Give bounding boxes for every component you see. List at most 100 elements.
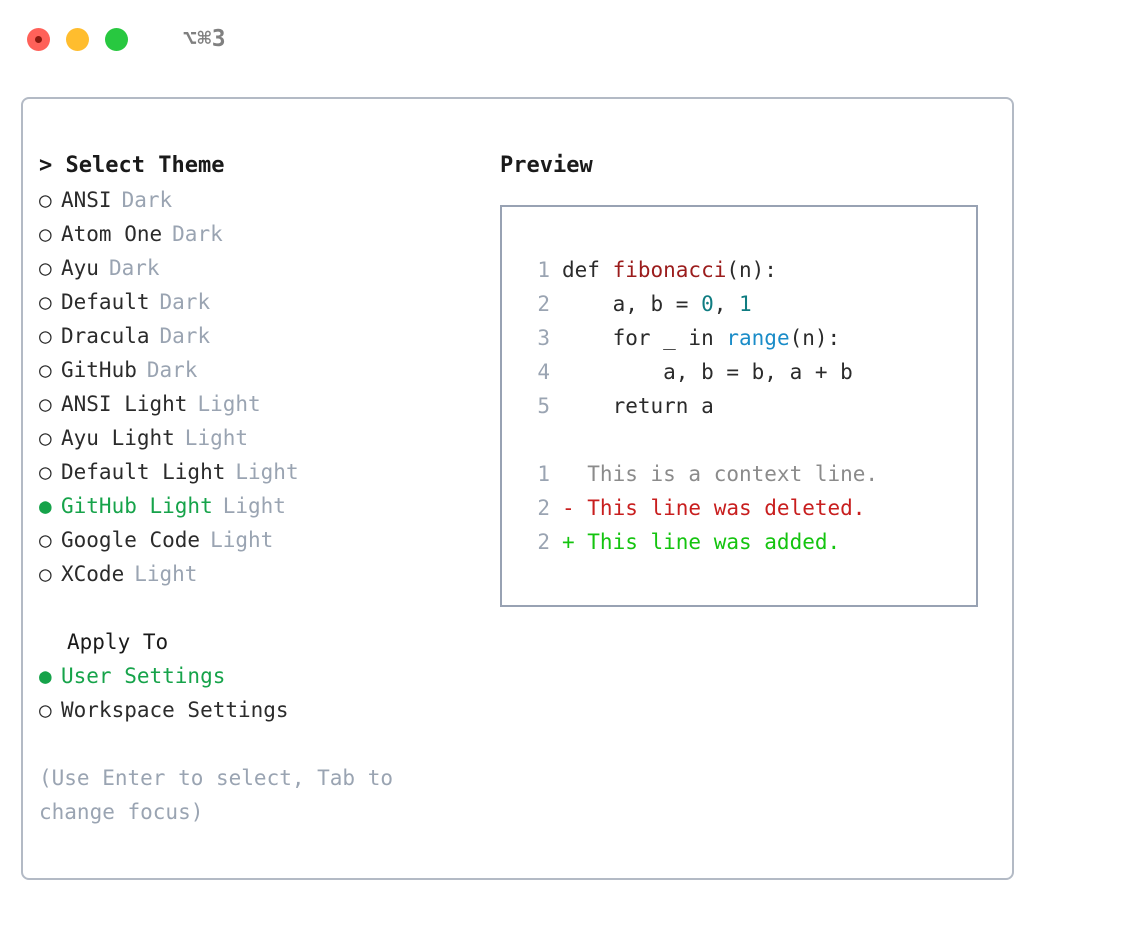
apply-option-label: Workspace Settings [61, 698, 289, 722]
code-line-content: return a [562, 389, 714, 423]
window-controls [27, 27, 128, 51]
theme-option-badge: Dark [159, 290, 211, 314]
radio-unselected-icon: ○ [39, 188, 52, 212]
code-line: 1 def fibonacci(n): [522, 253, 976, 287]
radio-unselected-icon: ○ [39, 562, 52, 586]
diff-line: 2 - This line was deleted. [522, 491, 976, 525]
apply-option-label: User Settings [61, 664, 226, 688]
code-line: 4 a, b = b, a + b [522, 355, 976, 389]
select-theme-heading-label: Select Theme [65, 153, 225, 178]
theme-option-badge: Light [184, 426, 249, 450]
code-line-number: 4 [537, 360, 550, 384]
theme-option-badge: Light [134, 562, 198, 586]
code-line-number: 1 [537, 258, 550, 282]
code-line-number: 3 [537, 326, 550, 350]
diff-line-number: 2 [537, 530, 550, 554]
section-spacer [39, 591, 469, 625]
title-bar: ⌥⌘3 [0, 0, 1140, 78]
theme-option-ayu-light[interactable]: ○ Ayu Light Light [39, 421, 469, 455]
diff-line-number: 1 [537, 462, 550, 486]
radio-unselected-icon: ○ [39, 324, 52, 348]
theme-option-badge: Dark [159, 324, 211, 348]
diff-line-number: 2 [537, 496, 550, 520]
code-token: , [713, 292, 740, 316]
theme-option-label: ANSI Light [61, 392, 188, 416]
theme-option-label: Ayu [61, 256, 99, 280]
code-line-number: 5 [537, 394, 550, 418]
theme-option-label: ANSI [61, 188, 112, 212]
apply-to-heading: Apply To [67, 630, 169, 654]
code-token: a, b = [562, 292, 702, 316]
theme-option-atom-one[interactable]: ○ Atom One Dark [39, 217, 469, 251]
diff-line-content: This is a context line. [562, 462, 879, 486]
preview-heading: Preview [500, 153, 593, 178]
radio-unselected-icon: ○ [39, 698, 52, 722]
diff-line: 2+ This line was added. [522, 525, 976, 559]
theme-option-xcode[interactable]: ○ XCode Light [39, 557, 469, 591]
theme-option-badge: Dark [172, 222, 223, 246]
radio-unselected-icon: ○ [39, 528, 52, 552]
theme-option-label: GitHub [61, 358, 137, 382]
theme-option-badge: Light [210, 528, 274, 552]
theme-option-label: Atom One [61, 222, 163, 246]
radio-unselected-icon: ○ [39, 358, 52, 382]
theme-option-dracula[interactable]: ○ Dracula Dark [39, 319, 469, 353]
radio-selected-icon: ● [39, 494, 52, 518]
code-line: 3 for _ in range(n): [522, 321, 976, 355]
maximize-button[interactable] [105, 27, 128, 51]
theme-option-badge: Light [235, 460, 299, 484]
focus-caret-icon: > [39, 153, 66, 178]
radio-unselected-icon: ○ [39, 426, 52, 450]
theme-option-label: Dracula [61, 324, 150, 348]
code-token: return a [562, 394, 714, 418]
theme-option-label: Default [61, 290, 150, 314]
radio-unselected-icon: ○ [39, 460, 52, 484]
theme-option-ansi[interactable]: ○ ANSI Dark [39, 183, 469, 217]
apply-to-option-list[interactable]: ●User Settings ○ Workspace Settings [39, 659, 469, 727]
code-line: 5 return a [522, 389, 976, 423]
theme-option-badge: Light [222, 494, 286, 518]
code-line-content: def fibonacci(n): [562, 253, 777, 287]
diff-line-content: - This line was deleted. [562, 496, 866, 520]
close-button[interactable] [27, 27, 50, 51]
theme-option-badge: Dark [108, 256, 160, 280]
code-token: 0 [701, 292, 714, 316]
theme-option-default-light[interactable]: ○ Default Light Light [39, 455, 469, 489]
theme-option-badge: Dark [146, 358, 198, 382]
code-token: 1 [739, 292, 752, 316]
theme-option-label: Ayu Light [61, 426, 175, 450]
title-shortcut-label: ⌥⌘3 [183, 25, 227, 52]
code-line: 2 a, b = 0, 1 [522, 287, 976, 321]
select-theme-heading: > Select Theme [39, 149, 469, 183]
diff-sample: 1 This is a context line. 2 - This line wa… [522, 457, 976, 559]
theme-option-badge: Light [197, 392, 261, 416]
theme-option-github[interactable]: ○ GitHub Dark [39, 353, 469, 387]
theme-option-badge: Dark [121, 188, 173, 212]
apply-option-user-settings[interactable]: ●User Settings [39, 659, 469, 693]
radio-unselected-icon: ○ [39, 222, 52, 246]
keyboard-hint-text: (Use Enter to select, Tab to change focu… [39, 766, 406, 824]
apply-option-workspace-settings[interactable]: ○ Workspace Settings [39, 693, 469, 727]
diff-line: 1 This is a context line. [522, 457, 976, 491]
preview-spacer [522, 423, 976, 457]
code-line-content: a, b = b, a + b [562, 355, 853, 389]
code-token: for _ in [562, 326, 727, 350]
theme-option-label: XCode [61, 562, 125, 586]
code-token: range [726, 326, 790, 350]
minimize-button[interactable] [66, 27, 89, 51]
code-line-content: a, b = 0, 1 [562, 287, 752, 321]
code-line-content: for _ in range(n): [562, 321, 841, 355]
theme-option-label: Default Light [61, 460, 226, 484]
radio-unselected-icon: ○ [39, 290, 52, 314]
theme-option-default[interactable]: ○ Default Dark [39, 285, 469, 319]
